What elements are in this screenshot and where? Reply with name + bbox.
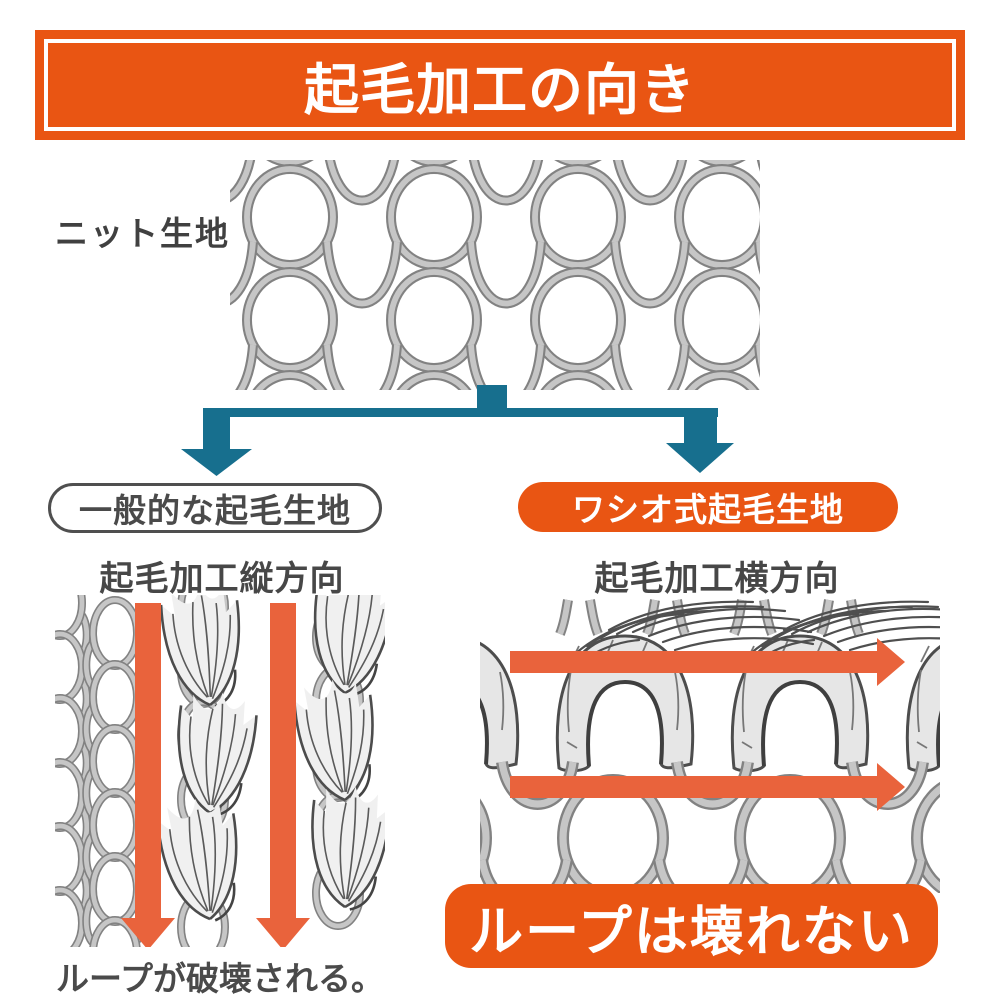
loops-intact-badge: ループは壊れない — [445, 884, 938, 968]
brushing-right-arrow-2 — [510, 776, 877, 798]
washio-fabric-label: ワシオ式起毛生地 — [572, 491, 844, 528]
page-title: 起毛加工の向き — [303, 59, 696, 121]
title-banner: 起毛加工の向き — [35, 30, 965, 140]
washio-fabric-pill: ワシオ式起毛生地 — [518, 482, 898, 532]
loops-intact-text: ループは壊れない — [469, 901, 914, 962]
brushing-right-arrow-1 — [510, 651, 877, 673]
left-caption: 起毛加工縦方向 — [99, 560, 345, 598]
down-arrow-right-icon — [666, 443, 734, 473]
branch-connector — [181, 385, 734, 476]
brushing-down-arrow-2 — [256, 603, 310, 947]
loops-destroyed-text: ループが破壊される。 — [56, 960, 385, 997]
general-fabric-pill: 一般的な起毛生地 — [48, 483, 382, 533]
title-banner-border — [44, 39, 956, 131]
down-arrow-left-icon — [181, 449, 252, 476]
right-caption: 起毛加工横方向 — [594, 560, 840, 598]
horizontal-brushing-illustration — [480, 598, 940, 893]
general-fabric-label: 一般的な起毛生地 — [79, 492, 351, 529]
knit-fabric-illustration — [230, 160, 760, 390]
vertical-brushing-illustration — [55, 595, 385, 947]
knit-fabric-label: ニット生地 — [55, 215, 230, 252]
